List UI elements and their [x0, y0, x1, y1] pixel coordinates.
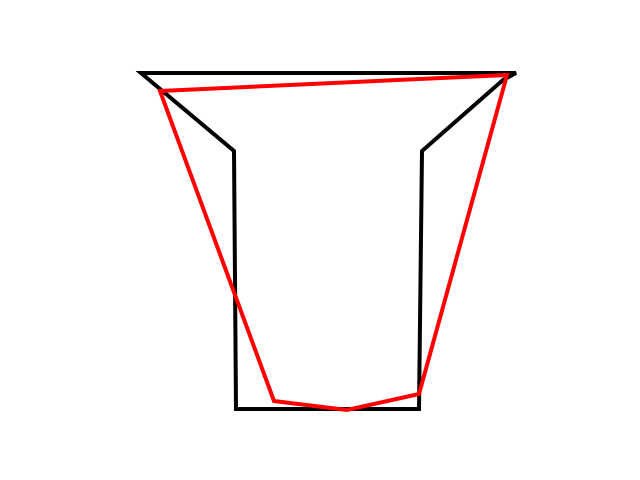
black-outline-shape: [135, 71, 517, 411]
red-outline-shape: [157, 72, 510, 413]
